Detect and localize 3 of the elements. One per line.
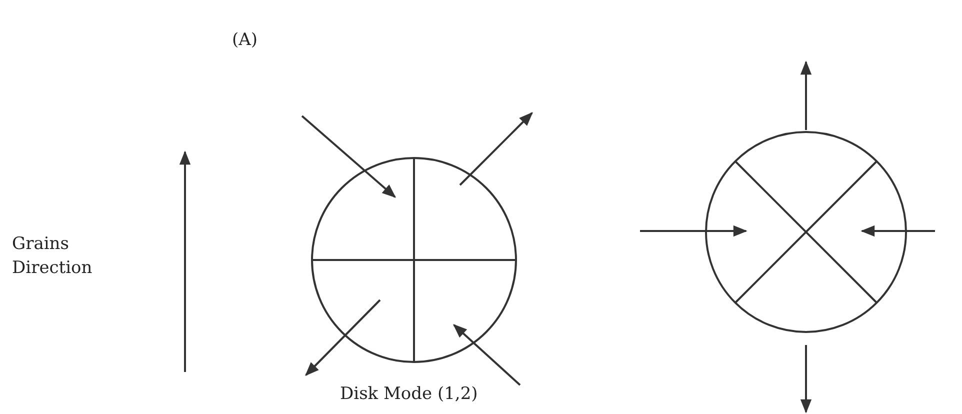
figure-caption: Disk Mode (1,2) (340, 384, 478, 404)
figure-title: (A) (232, 30, 258, 50)
axis-label: Grains Direction (12, 233, 94, 280)
